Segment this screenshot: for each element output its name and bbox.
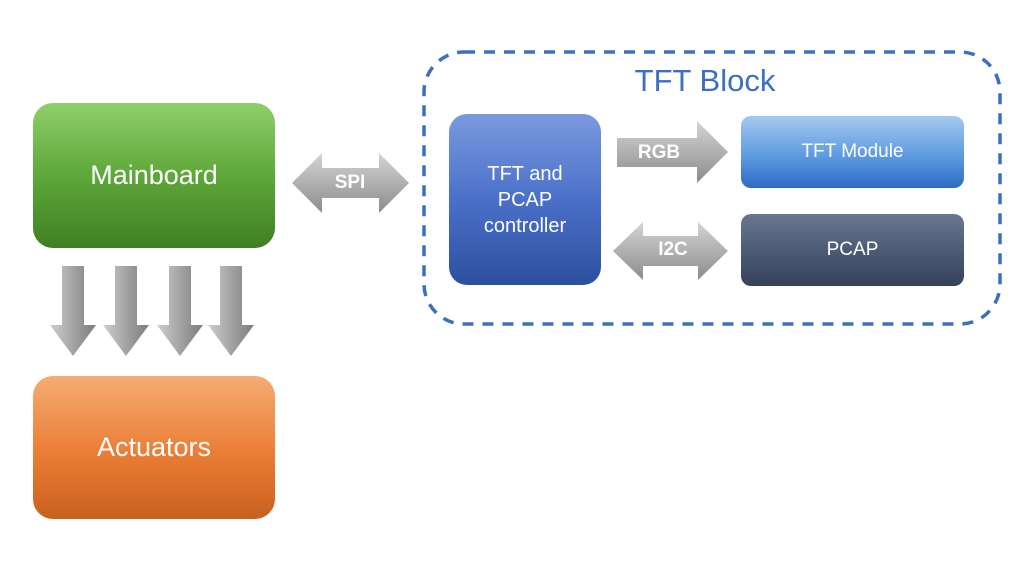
pcap-node: PCAP	[741, 214, 964, 286]
actuators-node: Actuators	[33, 376, 275, 519]
rgb-arrow	[617, 121, 728, 183]
controller-label-line: PCAP	[497, 188, 553, 211]
tft-block-boundary	[422, 50, 1002, 326]
actuator-arrow-2	[103, 266, 149, 356]
spi-arrow	[292, 153, 409, 213]
tft-block-title: TFT Block	[634, 63, 776, 98]
controller-label-line: TFT and	[487, 162, 563, 185]
controller-node: TFT and PCAP controller	[449, 114, 601, 285]
i2c-label: I2C	[658, 239, 688, 260]
actuators-label: Actuators	[96, 432, 212, 462]
i2c-arrow	[613, 222, 728, 280]
mainboard-label: Mainboard	[90, 160, 218, 190]
controller-label: TFT and PCAP controller	[484, 161, 566, 239]
tft-module-label: TFT Module	[801, 141, 904, 162]
spi-label: SPI	[334, 172, 366, 193]
actuator-arrow-3	[157, 266, 203, 356]
mainboard-node: Mainboard	[33, 103, 275, 248]
controller-label-line: controller	[483, 214, 567, 237]
pcap-label: PCAP	[826, 239, 879, 260]
actuator-arrow-1	[50, 266, 96, 356]
tft-module-node: TFT Module	[741, 116, 964, 188]
rgb-label: RGB	[637, 142, 681, 163]
actuator-arrow-4	[208, 266, 254, 356]
